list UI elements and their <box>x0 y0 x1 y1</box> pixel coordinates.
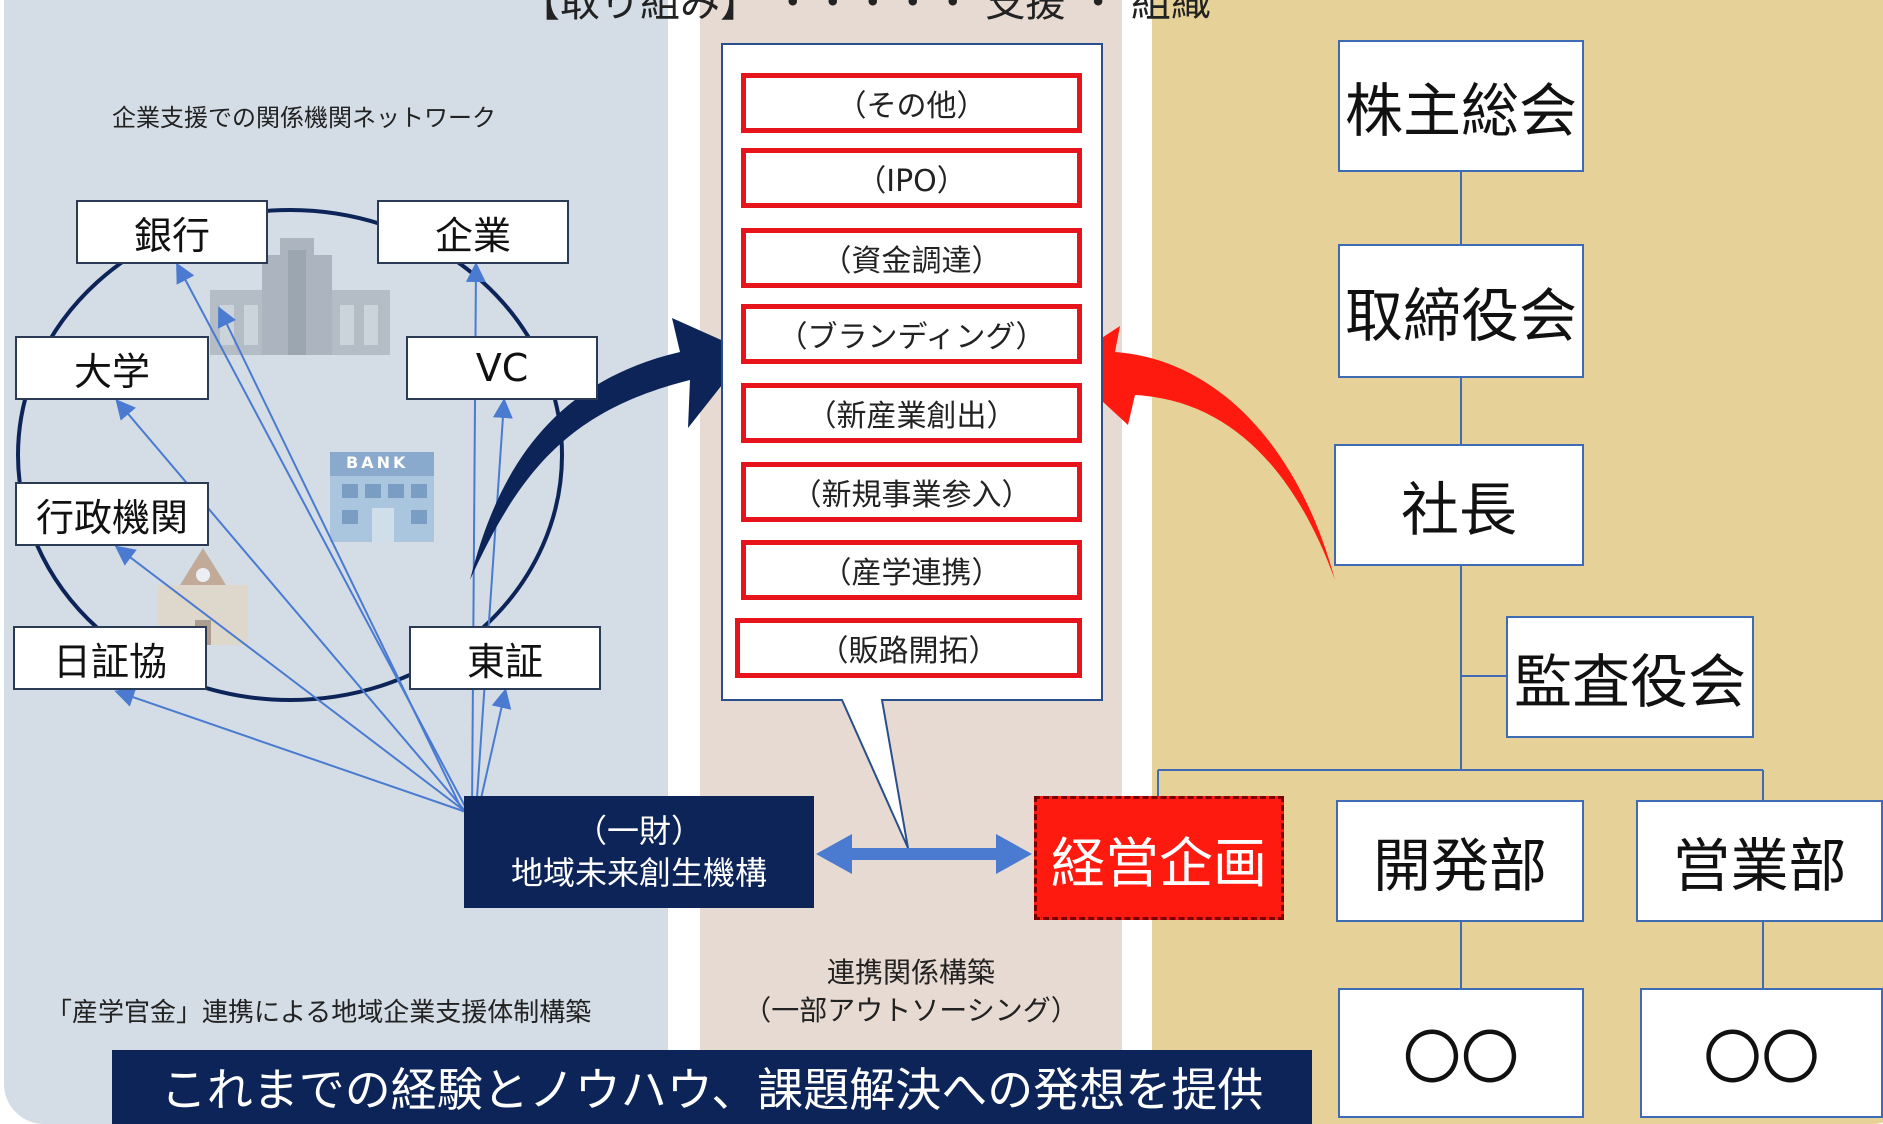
bank-illustration <box>330 452 434 542</box>
hub-box: （一財） 地域未来創生機構 <box>464 796 814 908</box>
service-item: （産学連携） <box>741 540 1082 600</box>
node-company: 企業 <box>377 200 569 264</box>
service-item: （新規事業参入） <box>741 462 1082 522</box>
network-connectors <box>114 262 513 813</box>
double-arrow <box>816 834 1032 874</box>
service-item: （その他） <box>741 73 1082 133</box>
network-circle <box>16 208 564 702</box>
network-title: 企業支援での関係機関ネットワーク <box>112 104 496 132</box>
bank-sign: BANK <box>346 453 409 472</box>
node-bank: 銀行 <box>76 200 268 264</box>
top-title: 【取り組み】 ・・・・・ 支援 ・ 組織 <box>520 0 1211 26</box>
node-tse: 東証 <box>409 626 601 690</box>
middle-caption-line2: （一部アウトソーシング） <box>743 994 1079 1027</box>
hub-line1: （一財） <box>574 812 703 850</box>
org-auditors: 監査役会 <box>1506 616 1754 738</box>
hub-line2: 地域未来創生機構 <box>510 854 767 892</box>
org-lines <box>1157 172 1764 988</box>
middle-caption-line1: 連携関係構築 <box>826 956 995 989</box>
node-jsda: 日証協 <box>13 626 207 690</box>
service-item: （販路開拓） <box>735 618 1082 678</box>
node-university: 大学 <box>15 336 209 400</box>
org-president: 社長 <box>1334 444 1584 566</box>
middle-caption: 連携関係構築 （一部アウトソーシング） <box>700 954 1122 1030</box>
navy-curve-arrow <box>470 318 748 580</box>
network-caption: 「産学官金」連携による地域企業支援体制構築 <box>46 998 592 1028</box>
org-board: 取締役会 <box>1338 244 1584 378</box>
org-sub1: 〇〇 <box>1338 988 1584 1118</box>
service-item: （新産業創出） <box>741 383 1082 443</box>
node-government: 行政機関 <box>15 482 209 546</box>
service-item: （ブランディング） <box>741 304 1082 364</box>
org-shareholders: 株主総会 <box>1338 40 1584 172</box>
org-sub2: 〇〇 <box>1640 988 1883 1118</box>
bottom-banner: これまでの経験とノウハウ、課題解決への発想を提供 <box>112 1050 1312 1124</box>
org-sales: 営業部 <box>1636 800 1883 922</box>
service-item: （資金調達） <box>741 228 1082 288</box>
node-vc: VC <box>406 336 598 400</box>
keiei-box: 経営企画 <box>1034 796 1284 920</box>
red-curve-arrow <box>1062 326 1335 580</box>
org-dev: 開発部 <box>1336 800 1584 922</box>
service-item: （IPO） <box>741 148 1082 208</box>
